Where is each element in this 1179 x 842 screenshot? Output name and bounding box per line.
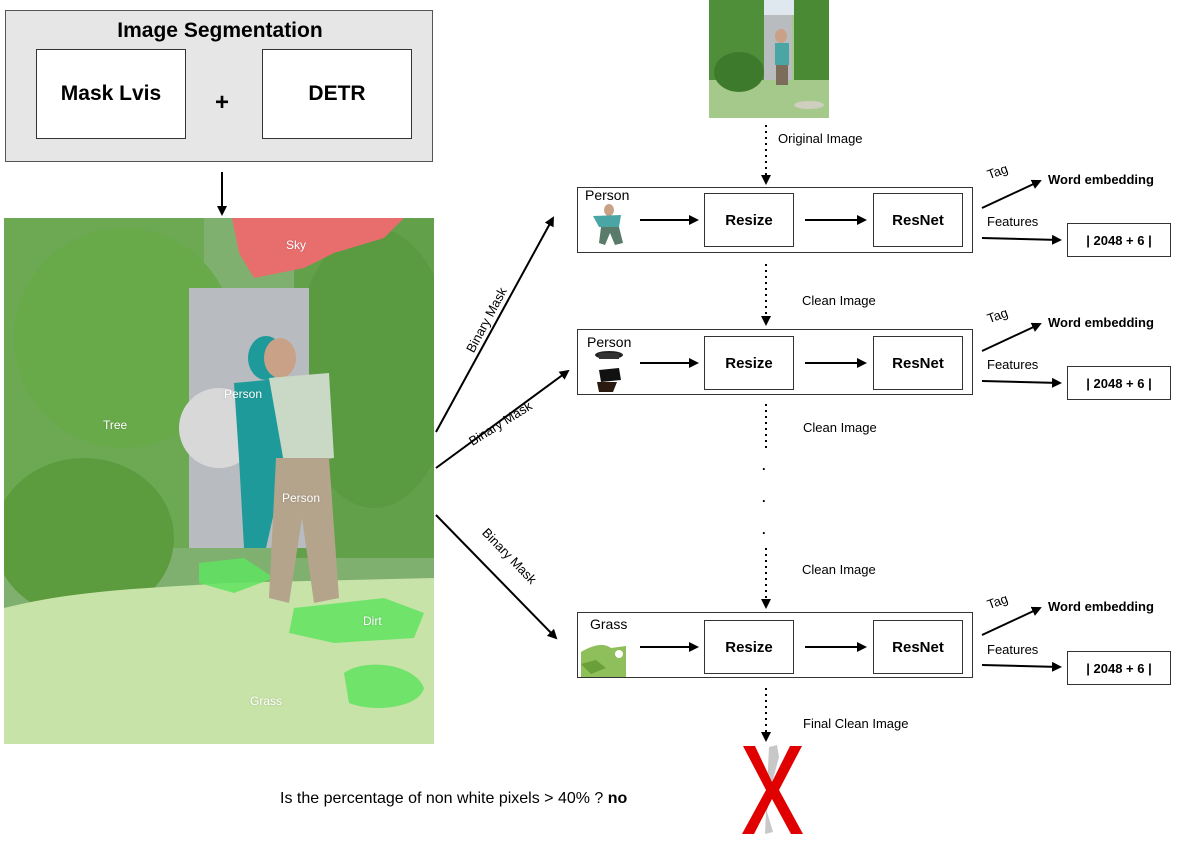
- mask-lvis-box: Mask Lvis: [36, 49, 186, 139]
- scene-masks: [4, 218, 434, 744]
- stage-2-resize-box: Resize: [704, 336, 794, 390]
- segmentation-title: Image Segmentation: [117, 19, 323, 42]
- stage-3-label: Grass: [590, 616, 628, 632]
- label-binary-mask-3: Binary Mask: [479, 525, 540, 587]
- stage-2-tag-label: Tag: [985, 304, 1010, 327]
- label-clean-image-1: Clean Image: [802, 293, 876, 308]
- stage-1-feature-vector: | 2048 + 6 |: [1067, 223, 1171, 257]
- label-binary-mask-1: Binary Mask: [463, 284, 510, 356]
- detr-box: DETR: [262, 49, 412, 139]
- plus-sign: +: [215, 89, 230, 116]
- stage-1-tag-label: Tag: [985, 160, 1010, 183]
- label-grass: Grass: [250, 694, 283, 708]
- ellipsis-dot-1: .: [762, 458, 766, 473]
- question-answer: no: [607, 790, 628, 807]
- stage-2-label: Person: [587, 334, 632, 350]
- label-sky: Sky: [286, 238, 307, 252]
- stage-2-resnet-box: ResNet: [873, 336, 963, 390]
- stage-3-feature-vector: | 2048 + 6 |: [1067, 651, 1171, 685]
- stage-1-features-label: Features: [987, 214, 1039, 229]
- non-white-pixels-question: Is the percentage of non white pixels > …: [280, 790, 627, 808]
- label-clean-image-2: Clean Image: [803, 420, 877, 435]
- stage-3-features-label: Features: [987, 642, 1039, 657]
- ellipsis-dot-3: .: [762, 522, 766, 537]
- stage-3-resize-box: Resize: [704, 620, 794, 674]
- stage-1-resnet-box: ResNet: [873, 193, 963, 247]
- segmentation-panel: Image Segmentation Mask Lvis + DETR: [5, 10, 433, 162]
- stage-1-word-embedding: Word embedding: [1048, 172, 1154, 187]
- label-person-1: Person: [224, 387, 263, 401]
- stage-3-mask-thumbnail: [581, 634, 626, 677]
- label-dirt: Dirt: [363, 614, 382, 628]
- label-tree: Tree: [103, 418, 128, 432]
- reject-x-icon: [742, 745, 803, 834]
- stage-3-tag-label: Tag: [985, 590, 1010, 613]
- original-image-thumbnail: [709, 0, 829, 118]
- label-clean-image-3: Clean Image: [802, 562, 876, 577]
- stage-1-label: Person: [585, 187, 630, 203]
- stage-2-mask-thumbnail: [587, 350, 632, 395]
- ellipsis-dot-2: .: [762, 490, 766, 505]
- stage-2-features-label: Features: [987, 357, 1039, 372]
- stage-3-resnet-box: ResNet: [873, 620, 963, 674]
- question-text: Is the percentage of non white pixels > …: [280, 790, 608, 807]
- label-person-2: Person: [282, 491, 321, 505]
- stage-2-feature-vector: | 2048 + 6 |: [1067, 366, 1171, 400]
- stage-1-resize-box: Resize: [704, 193, 794, 247]
- final-clean-image-rejected: [735, 742, 810, 837]
- stage-3-word-embedding: Word embedding: [1048, 599, 1154, 614]
- segmented-scene-image: Sky Tree Person Person Dirt Grass: [4, 218, 434, 744]
- label-final-clean-image: Final Clean Image: [803, 716, 909, 731]
- label-original-image: Original Image: [778, 131, 863, 146]
- label-binary-mask-2: Binary Mask: [466, 398, 535, 449]
- stage-2-word-embedding: Word embedding: [1048, 315, 1154, 330]
- stage-1-mask-thumbnail: [585, 203, 630, 248]
